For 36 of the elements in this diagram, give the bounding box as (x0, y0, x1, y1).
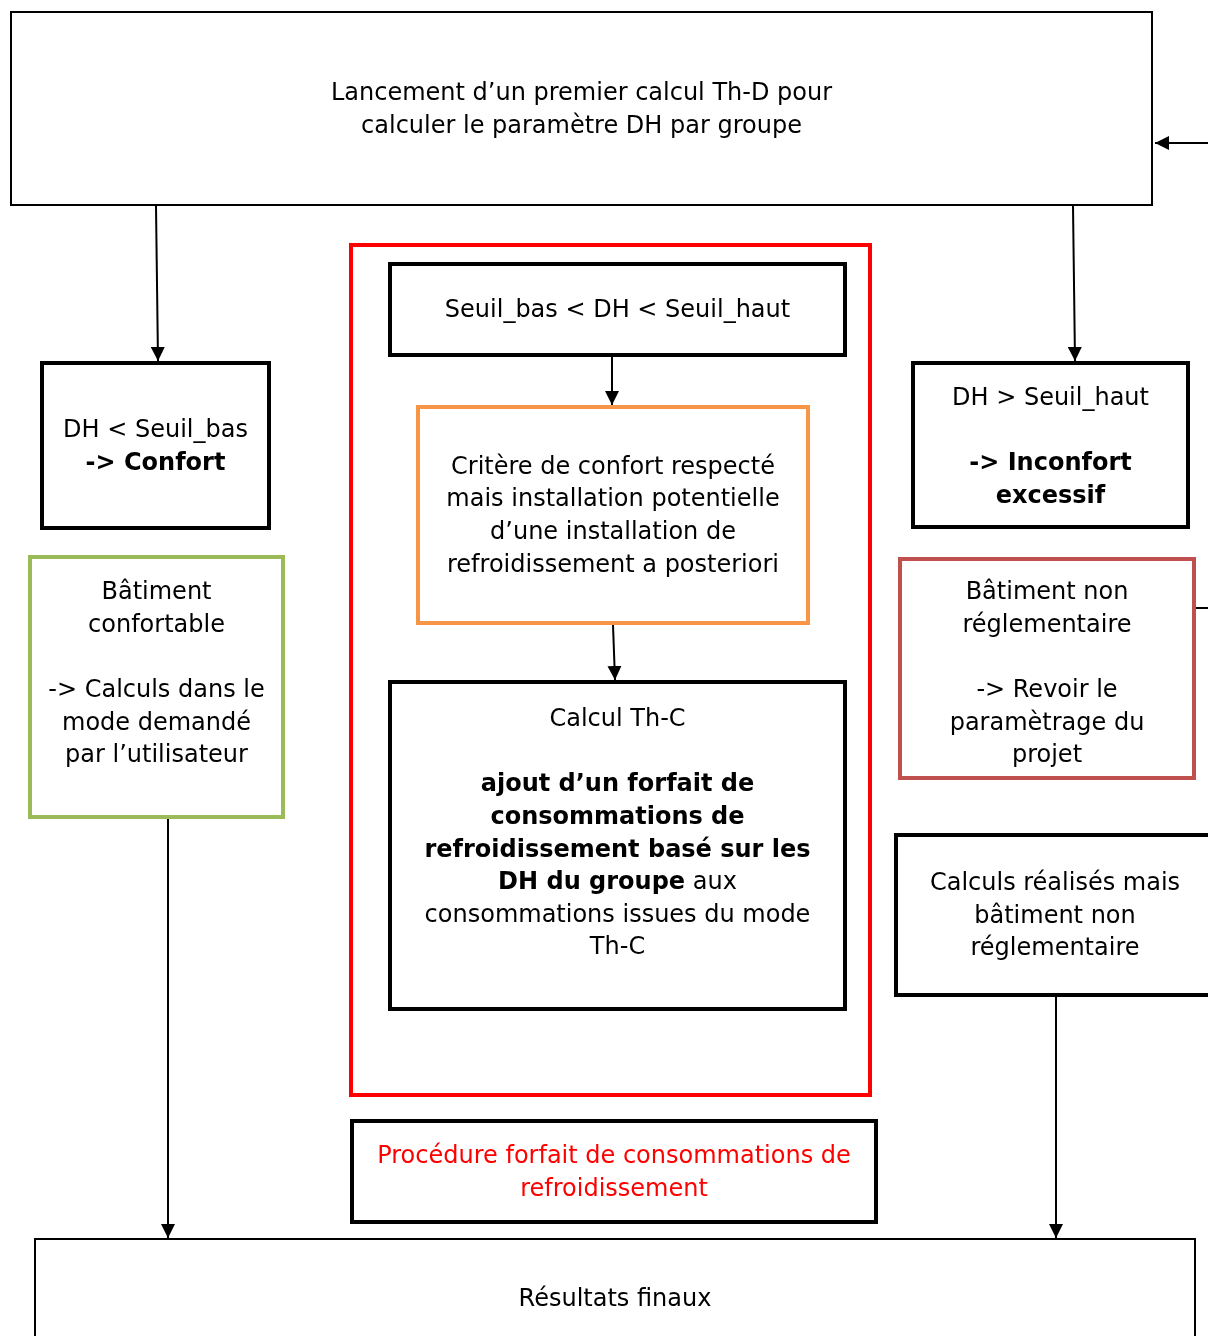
process-box (34, 1238, 1196, 1336)
connector-line (1195, 607, 1208, 609)
box-note: -> Inconfort excessif (968, 447, 1133, 511)
result-box (28, 555, 285, 819)
decision-box (911, 361, 1190, 529)
arrow (605, 356, 619, 406)
box-note: -> Calculs dans le mode demandé par l’utilisateur (47, 673, 266, 771)
box-text: Bâtiment non réglementaire (961, 576, 1133, 640)
result-box (898, 557, 1196, 780)
box-text: Seuil_bas < DH < Seuil_haut (444, 294, 791, 326)
box-text: Procédure forfait de consommations de refroidissement (376, 1139, 852, 1204)
box-note: ajout d’un forfait de consommations de refroidissement basé sur les DH du groupe aux consommations issues du mode Th-C (423, 768, 812, 963)
box-text: Lancement d’un premier calcul Th-D pour calculer le paramètre DH par groupe (329, 76, 834, 141)
group-frame (349, 243, 872, 1097)
process-box (388, 680, 847, 1011)
box-text: DH < Seuil_bas (63, 413, 248, 445)
arrow (161, 818, 175, 1239)
box-note: -> Revoir le paramètrage du projet (948, 673, 1146, 771)
process-box (388, 262, 847, 357)
arrow (1067, 205, 1082, 362)
arrow (150, 205, 165, 362)
box-note: -> Confort (85, 446, 226, 478)
process-box (10, 11, 1153, 206)
arrow (1049, 996, 1063, 1239)
decision-box (40, 361, 271, 530)
box-text: Résultats finaux (518, 1282, 712, 1314)
box-text: Bâtiment confortable (87, 576, 226, 640)
box-text: DH > Seuil_haut (952, 382, 1149, 413)
box-text: Calcul Th-C (549, 703, 686, 734)
caption-box (350, 1119, 878, 1224)
process-box (894, 833, 1208, 997)
arrow (1154, 136, 1208, 150)
box-text: Calculs réalisés mais bâtiment non réglementaire (928, 867, 1182, 964)
box-text: Critère de confort respecté mais installation potentielle d’une installation de refroidissement a posteriori (445, 450, 781, 580)
note-box (416, 405, 810, 625)
arrow (607, 624, 622, 681)
